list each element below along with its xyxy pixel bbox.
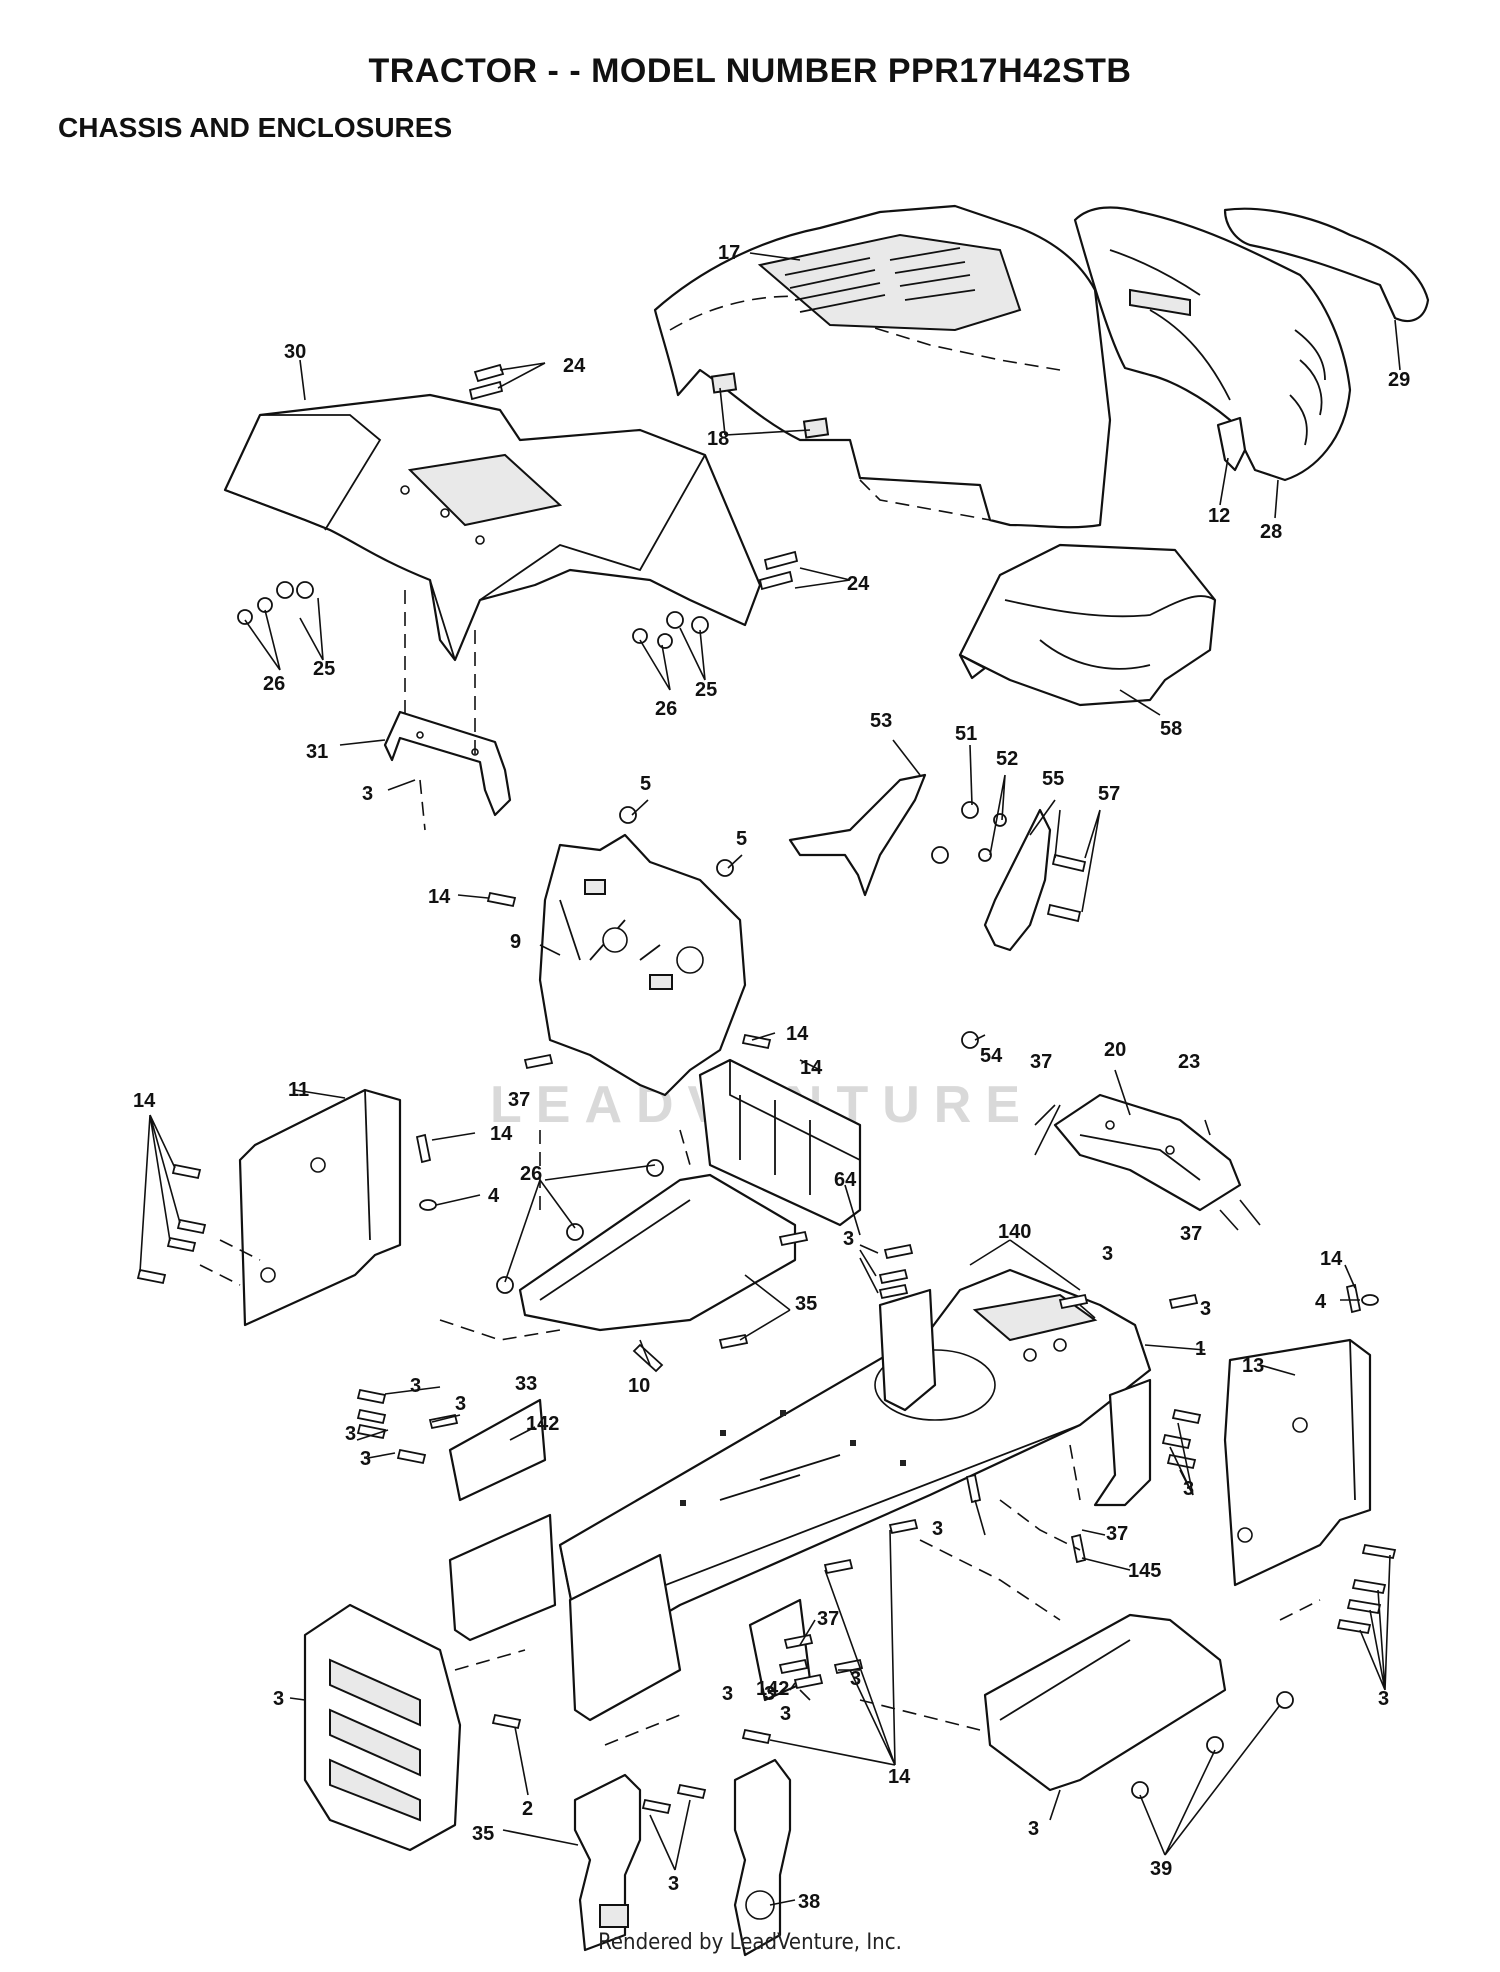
footrest-right (983, 1613, 1227, 1792)
callout: 5 (640, 773, 651, 795)
page-title: TRACTOR - - MODEL NUMBER PPR17H42STB (368, 52, 1132, 90)
grille-guard (303, 1603, 462, 1852)
callout: 142 (526, 1413, 559, 1435)
callout: 28 (1260, 521, 1282, 543)
callout: 38 (798, 1891, 820, 1913)
callout: 9 (510, 931, 521, 953)
callout: 1 (1195, 1338, 1206, 1360)
callout: 53 (870, 710, 892, 732)
callout: 33 (515, 1373, 537, 1395)
callout: 12 (1208, 505, 1230, 527)
callout: 3 (1378, 1688, 1389, 1710)
bracket-38 (573, 1773, 642, 1952)
seat-pan (1053, 1093, 1242, 1212)
callout: 3 (1028, 1818, 1039, 1840)
callout: 35 (795, 1293, 817, 1315)
callout: 3 (850, 1668, 861, 1690)
callout: 51 (955, 723, 977, 745)
callout: 14 (428, 886, 451, 908)
steering-bracket (788, 773, 1052, 952)
callout: 3 (410, 1375, 421, 1397)
callout: 37 (1030, 1051, 1052, 1073)
callout: 55 (1042, 768, 1064, 790)
dashboard-panel (538, 833, 747, 1097)
callout: 10 (628, 1375, 650, 1397)
callout: 37 (1180, 1223, 1202, 1245)
callout: 29 (1388, 369, 1410, 391)
callout: 3 (1200, 1298, 1211, 1320)
callout: 3 (362, 783, 373, 805)
callout: 64 (834, 1169, 857, 1191)
callout: 3 (1102, 1243, 1113, 1265)
callout: 3 (1183, 1478, 1194, 1500)
callout: 58 (1160, 718, 1182, 740)
side-panel-left (238, 1088, 402, 1327)
callout: 26 (263, 673, 285, 695)
assembly-lines (199, 590, 1321, 1746)
fender (223, 393, 762, 662)
bracket-39 (733, 1758, 792, 1957)
callout: 4 (1315, 1291, 1327, 1313)
console (698, 1058, 862, 1227)
callout: 35 (472, 1823, 494, 1845)
callout: 26 (655, 698, 677, 720)
callout: 3 (345, 1423, 356, 1445)
front-mount-plate (448, 1288, 1152, 1722)
callout: 145 (1128, 1560, 1161, 1582)
callout: 2 (522, 1798, 533, 1820)
callout: 24 (847, 573, 870, 595)
callout: 37 (817, 1608, 839, 1630)
callout: 11 (288, 1079, 309, 1101)
callout: 142 (756, 1678, 789, 1700)
grille-housing (1073, 206, 1430, 482)
callout: 14 (786, 1023, 809, 1045)
footrest-left (518, 1173, 797, 1332)
callout: 4 (488, 1185, 500, 1207)
callout: 23 (1178, 1051, 1200, 1073)
section-title: CHASSIS AND ENCLOSURES (58, 112, 453, 143)
callout: 37 (1106, 1523, 1128, 1545)
leader-lines (139, 252, 1401, 1906)
callout: 13 (1242, 1355, 1264, 1377)
callout: 57 (1098, 783, 1120, 805)
callout: 3 (843, 1228, 854, 1250)
callout: 31 (306, 741, 328, 763)
callout: 3 (273, 1688, 284, 1710)
callout: 3 (780, 1703, 791, 1725)
callout: 17 (718, 242, 740, 264)
callout: 3 (455, 1393, 466, 1415)
callout: 39 (1150, 1858, 1172, 1880)
callout: 3 (668, 1873, 679, 1895)
callout: 14 (490, 1123, 513, 1145)
callout: 30 (284, 341, 306, 363)
dash-shield (958, 543, 1217, 707)
callout: 37 (508, 1089, 530, 1111)
callout: 140 (998, 1221, 1031, 1243)
side-panel-right (1223, 1338, 1372, 1587)
callout: 3 (764, 1683, 775, 1705)
callout: 25 (313, 658, 335, 680)
callout-labels: 17 30 24 18 29 12 28 24 25 26 25 26 58 3… (133, 242, 1410, 1913)
callout: 54 (980, 1045, 1003, 1067)
callout: 26 (520, 1163, 542, 1185)
callout: 25 (695, 679, 717, 701)
callout: 3 (360, 1448, 371, 1470)
hood (653, 204, 1112, 529)
callout: 5 (736, 828, 747, 850)
fender-bracket (383, 710, 512, 817)
callout: 52 (996, 748, 1018, 770)
callout: 20 (1104, 1039, 1126, 1061)
callout: 24 (563, 355, 586, 377)
callout: 14 (1320, 1248, 1343, 1270)
callout: 14 (133, 1090, 156, 1112)
callout: 14 (888, 1766, 911, 1788)
callout: 3 (722, 1683, 733, 1705)
callout: 3 (932, 1518, 943, 1540)
callout: 14 (800, 1057, 823, 1079)
footer-credit: Rendered by LeadVenture, Inc. (598, 1930, 902, 1955)
hardware (136, 363, 1397, 1815)
callout: 18 (707, 428, 729, 450)
